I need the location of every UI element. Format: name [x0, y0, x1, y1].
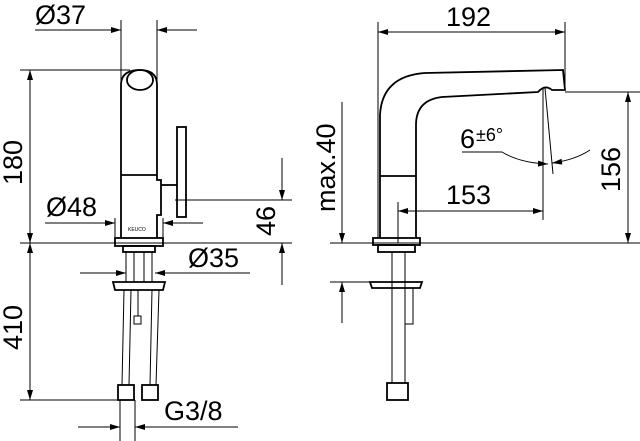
hose-nut-right — [141, 384, 159, 401]
dim-shank-diameter: Ø35 — [188, 243, 239, 273]
dim-body-diameter: Ø48 — [46, 192, 97, 222]
faucet-body-front — [368, 69, 566, 401]
dim-spout-projection: 153 — [446, 180, 491, 210]
brand-mark: KEUCO — [128, 227, 146, 233]
dim-lever-height: 46 — [251, 206, 281, 236]
faucet-body-side: KEUCO — [111, 69, 187, 401]
dim-connection-thread: G3/8 — [164, 396, 223, 426]
dim-max-counter-thickness: max.40 — [311, 123, 341, 212]
hose-nut-front — [386, 382, 409, 401]
dim-outlet-height: 156 — [596, 147, 626, 192]
dim-angle-value: 6 — [460, 124, 475, 154]
dim-angle-tolerance: ±6° — [476, 125, 503, 145]
hose-nut-left — [117, 384, 135, 401]
side-view: KEUCO Ø37 180 Ø48 — [0, 0, 292, 441]
dim-spout-diameter: Ø37 — [35, 0, 86, 30]
dim-reach: 192 — [446, 2, 491, 32]
dim-height: 180 — [0, 140, 28, 185]
lever — [176, 126, 187, 218]
dim-hose-length: 410 — [0, 305, 28, 350]
front-view: 192 153 6 ±6° 156 max.40 — [311, 2, 640, 401]
